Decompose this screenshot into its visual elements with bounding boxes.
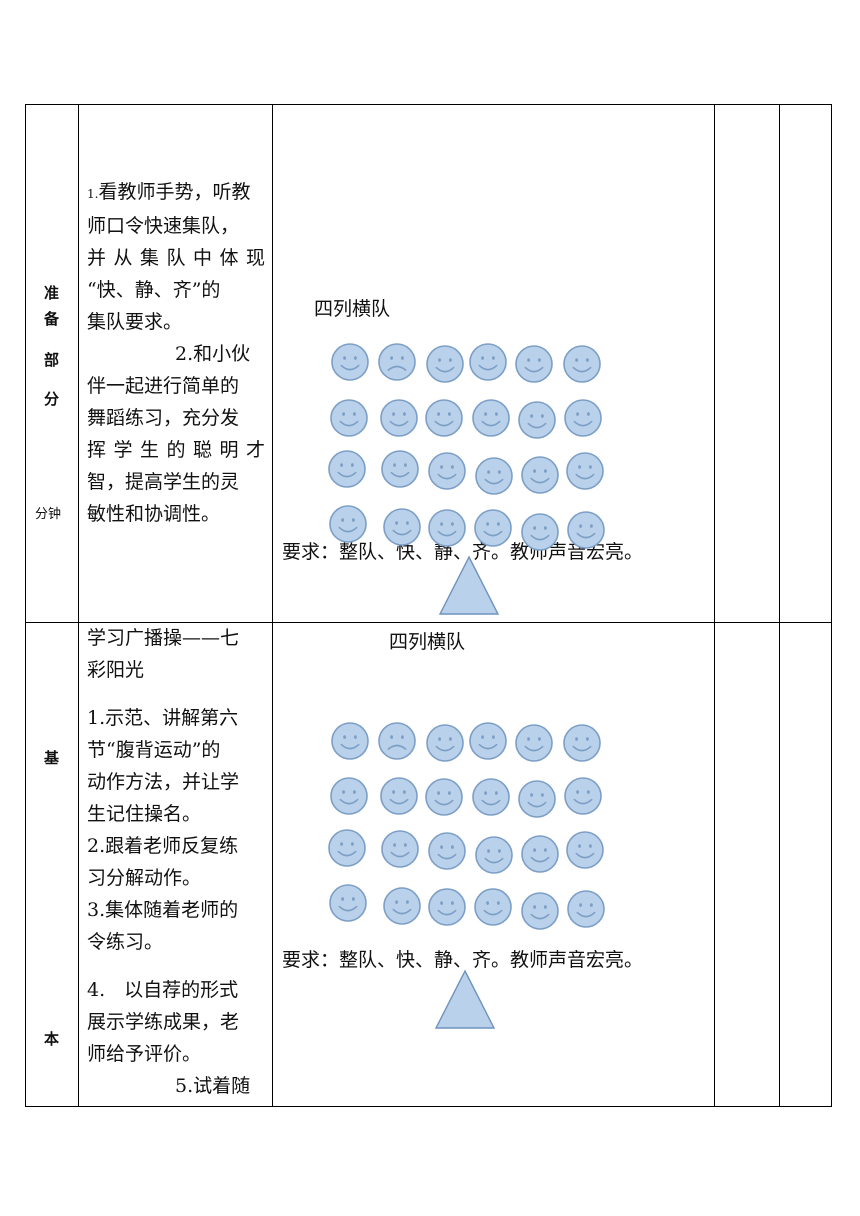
section-char: 分 <box>44 390 60 408</box>
smiley-face-icon <box>425 778 463 816</box>
sad-face-icon <box>378 722 416 760</box>
smiley-face-icon <box>475 836 513 874</box>
smiley-face-icon <box>566 831 604 869</box>
smiley-face-icon <box>564 777 602 815</box>
text-line: 挥学生的聪明才 <box>87 439 265 461</box>
smiley-face-icon <box>567 890 605 928</box>
text-line: 5.试着随 <box>175 1075 251 1097</box>
text-line: 集队要求。 <box>87 311 183 333</box>
section-char: 备 <box>44 310 60 328</box>
basic-content-block2: 1.示范、讲解第六 节“腹背运动”的 动作方法，并让学 生记住操名。 2.跟着老… <box>87 702 265 958</box>
text-line: 敏性和协调性。 <box>87 503 221 525</box>
smiley-face-icon <box>564 399 602 437</box>
smiley-face-icon <box>563 345 601 383</box>
smiley-face-icon <box>381 450 419 488</box>
smiley-face-icon <box>566 452 604 490</box>
smiley-face-icon <box>521 892 559 930</box>
smiley-face-icon <box>567 511 605 549</box>
text-line: 生记住操名。 <box>87 803 202 825</box>
smiley-face-icon <box>380 399 418 437</box>
text-line: 彩阳光 <box>87 659 145 681</box>
smiley-face-icon <box>521 835 559 873</box>
smiley-face-icon <box>472 399 510 437</box>
requirement-text-top: 要求：整队、快、静、齐。教师声音宏亮。 <box>282 541 644 563</box>
smiley-face-icon <box>426 724 464 762</box>
smiley-face-icon <box>563 724 601 762</box>
section-char: 基 <box>44 749 60 767</box>
item-number: 1. <box>87 187 99 201</box>
section-time: 分钟 <box>35 507 62 522</box>
text-line: 并从集队中体现 <box>87 247 265 269</box>
smiley-face-icon <box>425 399 463 437</box>
text-line: 3.集体随着老师的 <box>87 899 239 921</box>
smiley-face-icon <box>521 513 559 551</box>
smiley-face-icon <box>515 345 553 383</box>
sad-face-icon <box>378 343 416 381</box>
section-char: 部 <box>44 351 60 369</box>
text-line: 动作方法，并让学 <box>87 771 240 793</box>
smiley-face-icon <box>331 722 369 760</box>
smiley-face-icon <box>469 343 507 381</box>
text-line: 智，提高学生的灵 <box>87 471 240 493</box>
smiley-face-icon <box>518 401 556 439</box>
smiley-face-icon <box>428 509 466 547</box>
text-line: 师口令快速集队， <box>87 215 240 237</box>
text-line: 舞蹈练习，充分发 <box>87 407 240 429</box>
smiley-face-icon <box>472 778 510 816</box>
text-line: 4. 以自荐的形式 <box>87 979 239 1001</box>
section-char: 本 <box>44 1030 60 1048</box>
teacher-triangle-icon <box>438 555 500 615</box>
smiley-face-icon <box>328 450 366 488</box>
teacher-triangle-icon <box>434 969 496 1029</box>
section-char: 准 <box>44 284 60 302</box>
formation-label-bottom: 四列横队 <box>389 631 466 653</box>
smiley-face-icon <box>475 457 513 495</box>
text-line: 令练习。 <box>87 931 164 953</box>
text-line: 2.跟着老师反复练 <box>87 835 239 857</box>
smiley-face-icon <box>329 505 367 543</box>
smiley-face-icon <box>521 456 559 494</box>
smiley-face-icon <box>474 509 512 547</box>
smiley-face-icon <box>381 830 419 868</box>
formation-label-top: 四列横队 <box>314 298 391 320</box>
requirement-text-bottom: 要求：整队、快、静、齐。教师声音宏亮。 <box>282 949 644 971</box>
smiley-face-icon <box>330 399 368 437</box>
smiley-face-icon <box>515 724 553 762</box>
text-line: 师给予评价。 <box>87 1043 202 1065</box>
smiley-face-icon <box>331 343 369 381</box>
prep-content: 1.看教师手势，听教 师口令快速集队， 并从集队中体现 “快、静、齐”的 集队要… <box>87 176 265 530</box>
smiley-face-icon <box>328 829 366 867</box>
text-line: 伴一起进行简单的 <box>87 375 240 397</box>
text-line: 看教师手势，听教 <box>98 181 251 203</box>
smiley-face-icon <box>518 780 556 818</box>
smiley-face-icon <box>329 884 367 922</box>
text-line: 1.示范、讲解第六 <box>87 707 239 729</box>
smiley-face-icon <box>428 832 466 870</box>
smiley-face-icon <box>330 777 368 815</box>
text-line: 展示学练成果，老 <box>87 1011 240 1033</box>
smiley-face-icon <box>426 345 464 383</box>
text-line: 学习广播操——七 <box>87 627 240 649</box>
smiley-face-icon <box>428 452 466 490</box>
smiley-face-icon <box>380 777 418 815</box>
smiley-face-icon <box>383 508 421 546</box>
smiley-face-icon <box>383 887 421 925</box>
text-line: 2.和小伙 <box>175 343 251 365</box>
basic-content-block3: 4. 以自荐的形式 展示学练成果，老 师给予评价。 5.试着随 <box>87 974 265 1102</box>
smiley-face-icon <box>428 888 466 926</box>
text-line: 节“腹背运动”的 <box>87 739 221 761</box>
smiley-face-icon <box>469 722 507 760</box>
basic-content-block1: 学习广播操——七 彩阳光 <box>87 622 265 686</box>
text-line: “快、静、齐”的 <box>87 279 221 301</box>
text-line: 习分解动作。 <box>87 867 202 889</box>
smiley-face-icon <box>474 888 512 926</box>
